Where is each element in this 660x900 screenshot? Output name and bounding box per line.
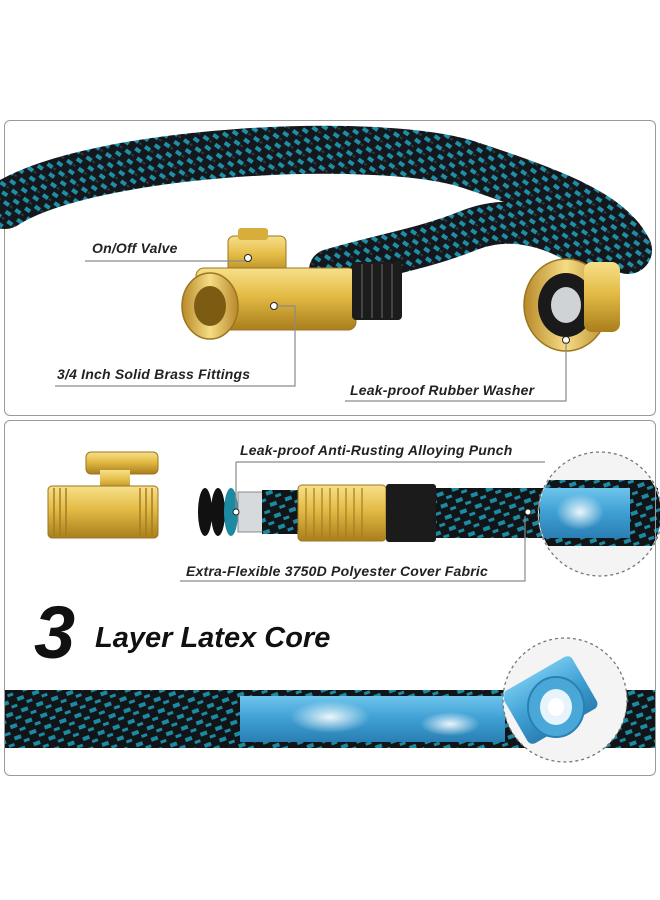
brass-end-fitting: [523, 258, 620, 352]
top-leader-lines: [55, 260, 567, 402]
label-on-off-valve: On/Off Valve: [92, 240, 178, 256]
label-rubber-washer: Leak-proof Rubber Washer: [350, 382, 535, 398]
core-headline: Layer Latex Core: [95, 622, 331, 654]
bottom-leader-lines: [180, 461, 545, 582]
label-alloying-punch: Leak-proof Anti-Rusting Alloying Punch: [240, 442, 513, 458]
brass-valve-fitting: [181, 228, 402, 340]
latex-core-zoom: [502, 637, 628, 763]
valve-component: [47, 451, 159, 539]
hose-coil: [0, 125, 652, 291]
cover-fabric-zoom: [537, 451, 660, 577]
bottom-panel: [4, 420, 656, 776]
label-cover-fabric: Extra-Flexible 3750D Polyester Cover Fab…: [186, 563, 488, 579]
layer-count: 3: [34, 591, 76, 674]
label-brass-fittings: 3/4 Inch Solid Brass Fittings: [57, 366, 251, 382]
